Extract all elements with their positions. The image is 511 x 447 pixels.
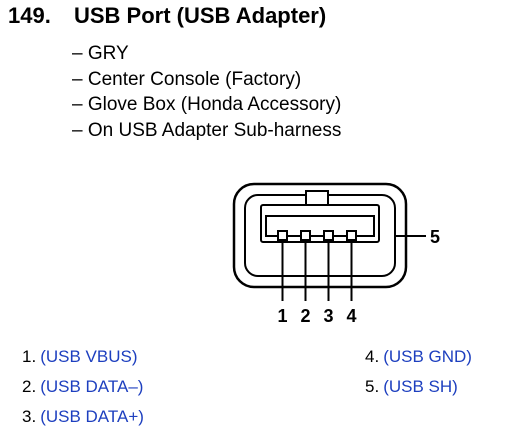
terminal-block-inner	[265, 215, 375, 237]
pin-signal: (USB GND)	[383, 347, 472, 366]
callout-1: 1	[277, 306, 287, 326]
connector-lock-tab	[305, 190, 329, 206]
callout-5: 5	[430, 227, 440, 247]
callout-2: 2	[300, 306, 310, 326]
connector-notes: – GRY – Center Console (Factory) – Glove…	[72, 41, 341, 143]
pin-signal: (USB DATA–)	[40, 377, 144, 396]
pin-row: 1.(USB VBUS)	[22, 347, 144, 377]
pin-row: 5.(USB SH)	[365, 377, 472, 407]
pin-number: 1.	[22, 347, 37, 366]
pin-terminal-1	[277, 230, 288, 241]
pin-terminal-3	[323, 230, 334, 241]
pin-list-right: 4.(USB GND) 5.(USB SH)	[365, 347, 472, 407]
pin-terminal-2	[300, 230, 311, 241]
pin-row: 2.(USB DATA–)	[22, 377, 144, 407]
pin-number: 3.	[22, 407, 37, 426]
pin-row: 4.(USB GND)	[365, 347, 472, 377]
pin-list-left: 1.(USB VBUS) 2.(USB DATA–) 3.(USB DATA+)	[22, 347, 144, 437]
connector-number: 149.	[8, 3, 51, 28]
pin-signal: (USB VBUS)	[40, 347, 138, 366]
note-harness: – On USB Adapter Sub-harness	[72, 119, 342, 141]
pin-signal: (USB SH)	[383, 377, 458, 396]
note-location-accessory: – Glove Box (Honda Accessory)	[72, 94, 342, 115]
connector-name: USB Port (USB Adapter)	[74, 3, 327, 28]
pin-number: 2.	[22, 377, 37, 396]
pin-signal: (USB DATA+)	[40, 407, 144, 426]
pin-number: 5.	[365, 377, 380, 396]
note-location-factory: – Center Console (Factory)	[72, 68, 302, 90]
pin-terminal-4	[346, 230, 357, 241]
pin-row: 3.(USB DATA+)	[22, 407, 144, 437]
note-color: – GRY	[72, 43, 129, 64]
callout-4: 4	[346, 306, 356, 326]
callout-3: 3	[323, 306, 333, 326]
connector-title: 149. USB Port (USB Adapter)	[8, 3, 326, 29]
pin-number: 4.	[365, 347, 380, 366]
